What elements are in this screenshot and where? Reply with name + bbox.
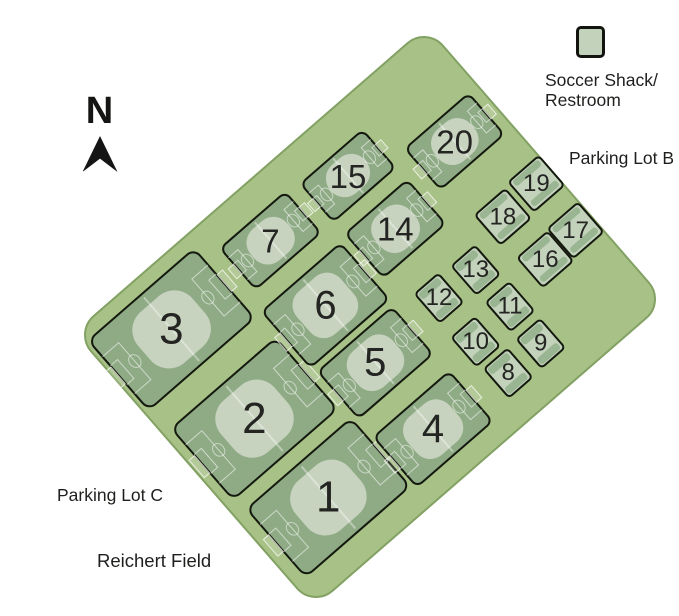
- compass-north-label: N: [85, 90, 115, 132]
- field-number: 2: [242, 393, 267, 443]
- legend-label-line2: Restroom: [545, 89, 621, 110]
- field-number: 10: [461, 328, 489, 356]
- field-number: 19: [522, 169, 550, 197]
- field-number: 3: [159, 304, 184, 354]
- field-13: 13: [449, 244, 501, 297]
- field-number: 7: [261, 222, 280, 260]
- field-number: 4: [421, 407, 445, 452]
- field-number: 14: [376, 210, 414, 248]
- field-number: 17: [561, 215, 589, 243]
- soccer-shack-swatch-icon: [576, 26, 605, 58]
- legend-label: Soccer Shack/ Restroom: [545, 70, 658, 111]
- field-number: 9: [533, 329, 548, 357]
- field-number: 12: [425, 284, 452, 312]
- field-number: 18: [489, 202, 516, 230]
- field-12: 12: [413, 272, 465, 325]
- parking-lot-c-label: Parking Lot C: [57, 485, 164, 505]
- field-number: 15: [329, 157, 367, 195]
- legend-label-line1: Soccer Shack/: [545, 70, 658, 90]
- field-number: 13: [461, 256, 489, 284]
- field-20: 20: [403, 92, 506, 191]
- field-number: 6: [314, 283, 337, 328]
- field-number: 20: [436, 122, 473, 160]
- parking-lot-b-label: Parking Lot B: [569, 148, 675, 168]
- field-number: 8: [501, 359, 515, 387]
- site-name-label: Reichert Field: [97, 550, 212, 571]
- compass: N: [80, 92, 120, 172]
- field-number: 11: [497, 292, 523, 320]
- north-arrow-icon: [82, 136, 118, 172]
- field-number: 5: [364, 340, 387, 385]
- field-number: 1: [316, 472, 341, 522]
